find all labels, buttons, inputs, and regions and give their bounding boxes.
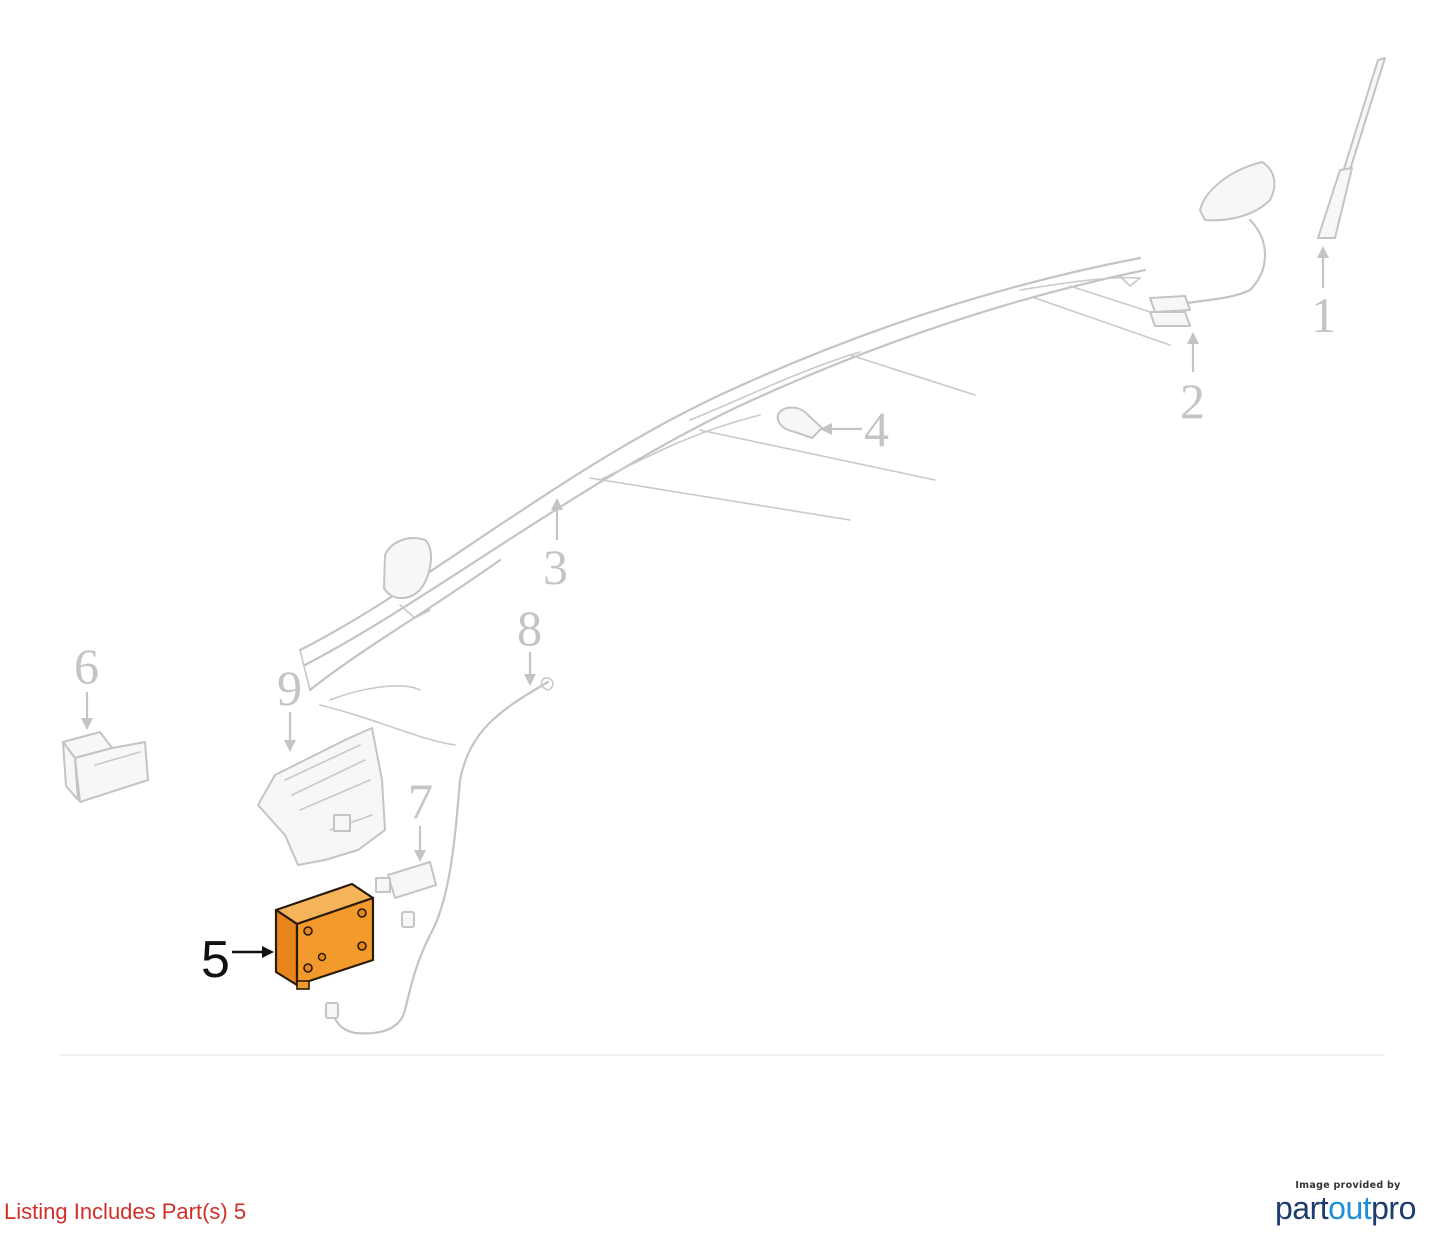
- logo-text-pro: pro: [1371, 1190, 1416, 1226]
- callout-1: 1: [1311, 246, 1336, 343]
- callout-3-label: 3: [543, 539, 568, 595]
- vehicle-roof-outline: [298, 256, 1147, 746]
- callout-5: 5: [201, 931, 274, 989]
- antenna-cable: [325, 677, 554, 1035]
- module-front-face: [274, 908, 299, 987]
- highlighted-module-part-5: [274, 882, 375, 990]
- callout-2: 2: [1180, 332, 1205, 429]
- module-side-face: [295, 896, 375, 987]
- callout-9-label: 9: [277, 660, 302, 716]
- mirror-shape: [383, 537, 432, 619]
- callout-5-label: 5: [201, 931, 230, 989]
- callout-1-label: 1: [1311, 287, 1336, 343]
- logo-text-part: part: [1275, 1190, 1329, 1226]
- callout-9: 9: [277, 660, 302, 752]
- clip-part: [776, 406, 823, 439]
- callout-4: 4: [820, 401, 889, 457]
- antenna-base: [1119, 161, 1276, 327]
- credit-provided-by: Image provided by: [1295, 1180, 1401, 1191]
- listing-caption: Listing Includes Part(s) 5: [4, 1199, 247, 1224]
- callout-7-label: 7: [408, 773, 433, 829]
- callout-3: 3: [543, 498, 568, 595]
- antenna-mast: [1317, 57, 1386, 239]
- callout-2-label: 2: [1180, 373, 1205, 429]
- connector-part: [375, 861, 437, 899]
- bracket-part: [62, 731, 149, 803]
- callout-6-label: 6: [74, 638, 99, 694]
- partoutpro-logo: partoutpro: [1275, 1192, 1425, 1224]
- callout-7: 7: [408, 773, 433, 862]
- logo-text-out: out: [1328, 1190, 1372, 1226]
- callout-8: 8: [517, 600, 542, 686]
- image-credit: Image provided by partoutpro: [1275, 1180, 1425, 1224]
- mount-part: [257, 727, 386, 866]
- callout-6: 6: [74, 638, 99, 730]
- roof-crossbars: [589, 285, 1176, 521]
- callout-8-label: 8: [517, 600, 542, 656]
- callout-4-label: 4: [864, 401, 889, 457]
